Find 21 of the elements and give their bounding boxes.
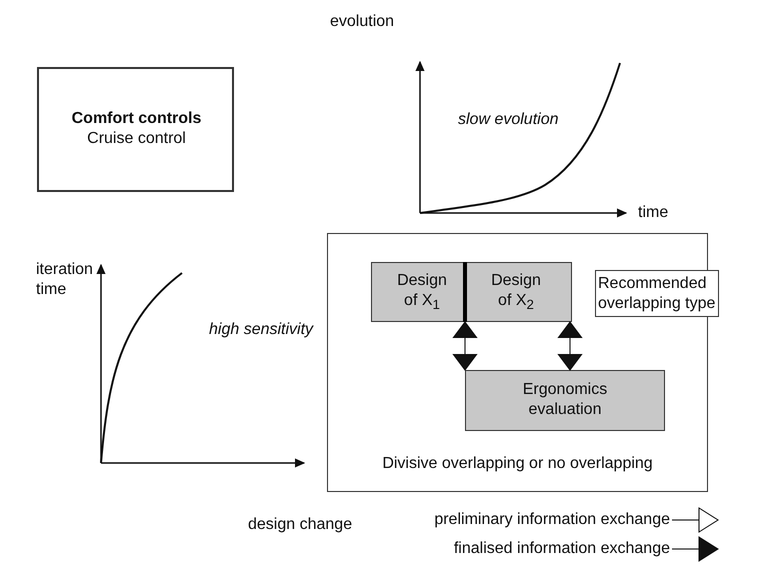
box-text: Design of X$_{1}$ [396, 271, 448, 314]
legend-text: finalised information exchange [454, 539, 670, 559]
curve-label: high sensitivity [209, 320, 314, 340]
process-box [465, 262, 572, 322]
box-text: Ergonomics evaluation [522, 380, 608, 420]
axis-label: time [638, 203, 668, 223]
double-arrow [452, 322, 478, 370]
axis-label: design change [248, 515, 352, 535]
axis-label: evolution [330, 12, 394, 32]
box-text: Recommended overlapping type [598, 274, 716, 314]
curve-label: slow evolution [458, 110, 558, 130]
heading: Comfort controls [70, 109, 202, 129]
legend-text: preliminary information exchange [434, 510, 670, 530]
axis-label: iteration time [36, 260, 94, 300]
text-box [37, 67, 234, 192]
box-text: Design of X$_{2}$ [490, 271, 542, 314]
process-box [465, 370, 665, 431]
double-arrow [558, 322, 582, 370]
process-box [371, 262, 466, 322]
box-text: Cruise control [86, 129, 187, 149]
box-text: Divisive overlapping or no overlapping [381, 454, 654, 474]
